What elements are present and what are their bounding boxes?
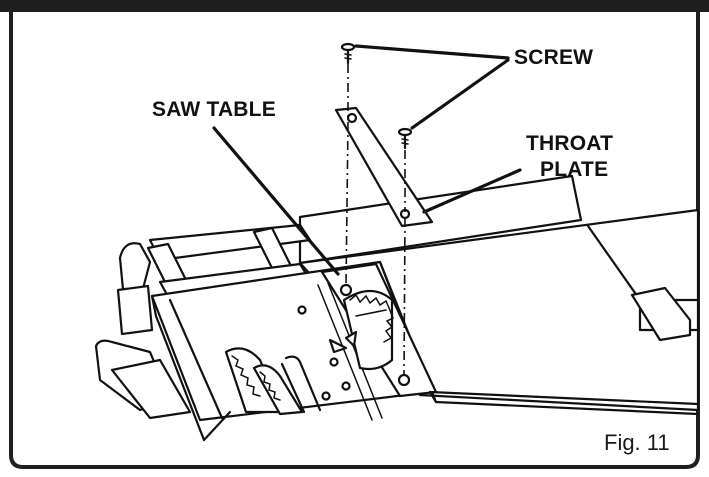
screw-label: SCREW (514, 46, 593, 69)
saw-blade (342, 289, 394, 371)
table-front-edge (202, 390, 700, 442)
saw-table-label: SAW TABLE (152, 98, 276, 121)
throat-plate-label-line1: THROAT (526, 132, 613, 155)
alignment-lines (345, 64, 406, 377)
screw-upper (340, 42, 356, 65)
left-bracket (94, 339, 192, 420)
screw-lower (397, 127, 413, 150)
table-details (224, 305, 358, 416)
throat-plate-label-line2: PLATE (540, 158, 608, 181)
leader-lines (212, 44, 522, 276)
figure-number: Fig. 11 (604, 430, 670, 455)
